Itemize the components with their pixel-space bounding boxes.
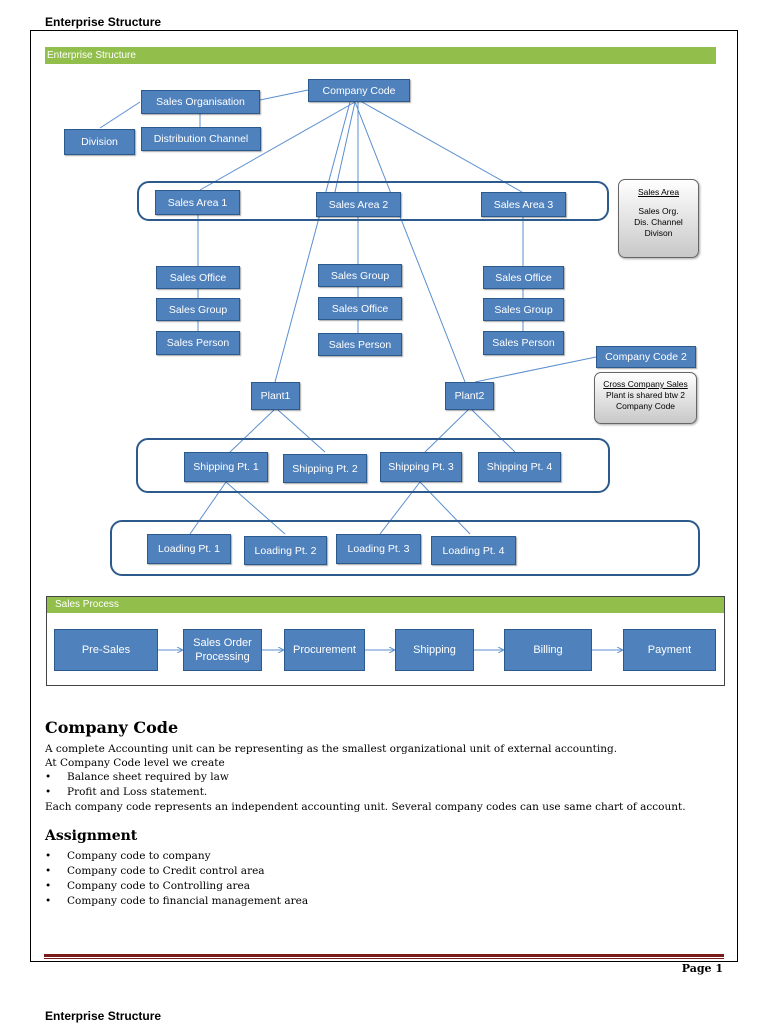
cross-company-note: Cross Company Sales Plant is shared btw … <box>594 372 697 424</box>
sales-process-band-title: Sales Process <box>47 597 724 613</box>
page-frame <box>30 30 738 962</box>
loading-point-group <box>110 520 700 576</box>
division-node: Division <box>64 129 135 155</box>
sales-area-note-title: Sales Area <box>637 187 680 197</box>
assignment-bullet: •Company code to company <box>45 850 211 862</box>
shipping-point-group <box>136 438 610 493</box>
bullet-text: Company code to financial management are… <box>67 895 309 907</box>
sales-area-note: Sales Area Sales Org. Dis. Channel Divis… <box>618 179 699 258</box>
cross-company-note-title: Cross Company Sales <box>603 379 688 389</box>
sales-area-2-node: Sales Area 2 <box>316 192 401 217</box>
process-step-shipping: Shipping <box>395 629 474 671</box>
loading-pt-3-node: Loading Pt. 3 <box>336 534 421 564</box>
bullet-text: Company code to company <box>67 850 211 862</box>
footer-rule <box>44 954 724 957</box>
loading-pt-1-node: Loading Pt. 1 <box>147 534 231 564</box>
sales-person-3-node: Sales Person <box>483 331 564 355</box>
diagram-band-title: Enterprise Structure <box>45 47 716 64</box>
assignment-heading: Assignment <box>45 828 138 844</box>
bullet-text: Balance sheet required by law <box>67 771 229 783</box>
sales-area-group <box>137 181 609 221</box>
process-step-sales-order: Sales Order Processing <box>183 629 262 671</box>
assignment-bullet: •Company code to Controlling area <box>45 880 251 892</box>
sales-person-2-node: Sales Person <box>318 333 402 356</box>
loading-pt-2-node: Loading Pt. 2 <box>244 536 327 565</box>
sales-area-1-node: Sales Area 1 <box>155 190 240 215</box>
process-step-payment: Payment <box>623 629 716 671</box>
company-code-bullet: •Profit and Loss statement. <box>45 786 208 798</box>
sales-area-note-line2: Dis. Channel <box>634 217 683 227</box>
page-header: Enterprise Structure <box>45 15 162 29</box>
company-code-line2: At Company Code level we create <box>45 757 225 769</box>
sales-area-note-line3: Divison <box>644 228 673 238</box>
sales-office-2-node: Sales Office <box>318 297 402 320</box>
sales-group-1-node: Sales Group <box>156 298 240 321</box>
footer-rule-thin <box>44 958 724 959</box>
page-number: Page 1 <box>681 962 723 975</box>
sales-office-1-node: Sales Office <box>156 266 240 289</box>
sales-group-2-node: Sales Group <box>318 264 402 287</box>
company-code-line1: A complete Accounting unit can be repres… <box>45 743 618 755</box>
shipping-pt-2-node: Shipping Pt. 2 <box>283 454 367 483</box>
cross-company-note-line2: Company Code <box>615 401 676 411</box>
company-code-node: Company Code <box>308 79 410 102</box>
plant-2-node: Plant2 <box>445 382 494 410</box>
loading-pt-4-node: Loading Pt. 4 <box>431 536 516 565</box>
sales-office-3-node: Sales Office <box>483 266 564 289</box>
bullet-text: Profit and Loss statement. <box>67 786 208 798</box>
company-code-2-node: Company Code 2 <box>596 346 696 368</box>
sales-area-3-node: Sales Area 3 <box>481 192 566 217</box>
process-step-pre-sales: Pre-Sales <box>54 629 158 671</box>
sales-person-1-node: Sales Person <box>156 331 240 355</box>
page-header-bottom: Enterprise Structure <box>45 1009 162 1023</box>
assignment-bullet: •Company code to Credit control area <box>45 865 265 877</box>
bullet-text: Company code to Credit control area <box>67 865 265 877</box>
sales-process-frame <box>46 596 725 686</box>
process-step-billing: Billing <box>504 629 592 671</box>
distribution-channel-node: Distribution Channel <box>141 127 261 151</box>
process-step-procurement: Procurement <box>284 629 365 671</box>
plant-1-node: Plant1 <box>251 382 300 410</box>
company-code-heading: Company Code <box>45 718 179 737</box>
cross-company-note-line1: Plant is shared btw 2 <box>606 390 685 400</box>
shipping-pt-4-node: Shipping Pt. 4 <box>478 452 561 482</box>
sales-group-3-node: Sales Group <box>483 298 564 321</box>
shipping-pt-3-node: Shipping Pt. 3 <box>380 452 462 482</box>
sales-area-note-line1: Sales Org. <box>638 206 679 216</box>
bullet-text: Company code to Controlling area <box>67 880 251 892</box>
shipping-pt-1-node: Shipping Pt. 1 <box>184 452 268 482</box>
company-code-line3: Each company code represents an independ… <box>45 801 686 813</box>
company-code-bullet: •Balance sheet required by law <box>45 771 229 783</box>
sales-organisation-node: Sales Organisation <box>141 90 260 114</box>
assignment-bullet: •Company code to financial management ar… <box>45 895 309 907</box>
